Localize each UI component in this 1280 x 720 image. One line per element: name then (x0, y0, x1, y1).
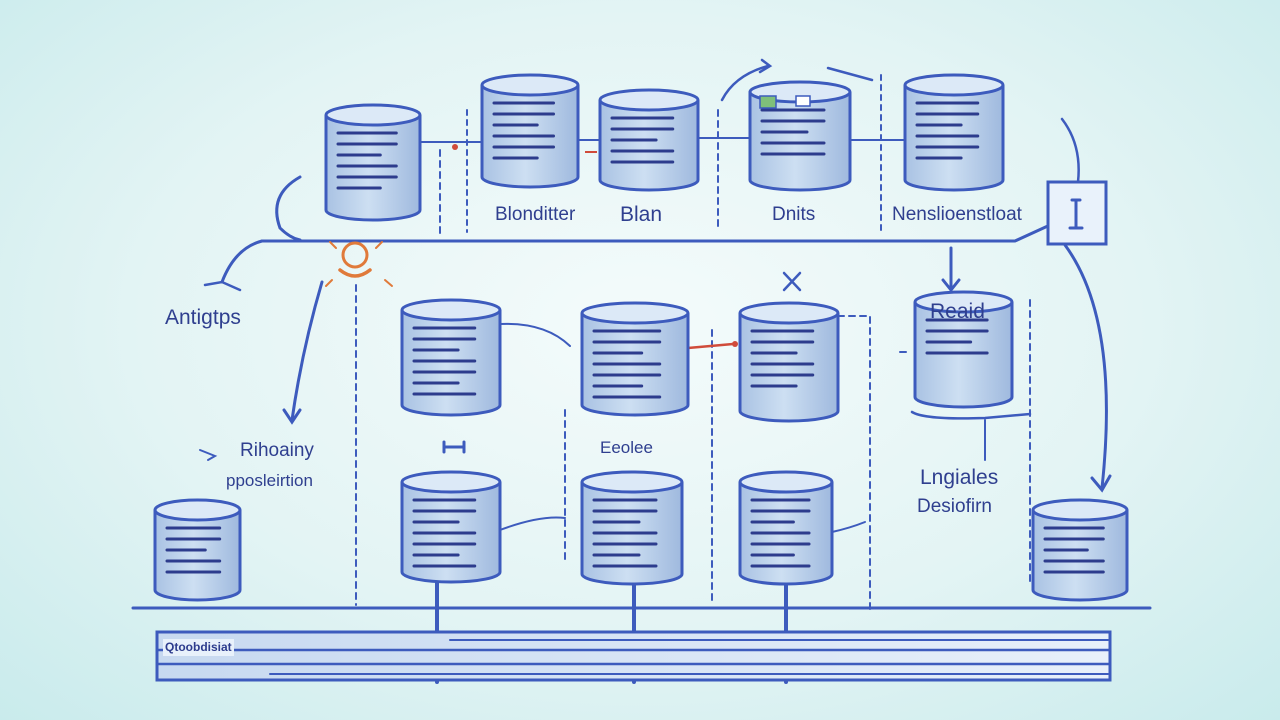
label-pposleirtion: pposleirtion (226, 471, 313, 490)
db-bot-5-cylinder (1031, 498, 1129, 602)
db-bot-2-cylinder (400, 470, 502, 584)
db-mid-1-cylinder (400, 298, 502, 417)
connector-lines (131, 58, 1152, 684)
label-desiofin: Desiofirn (917, 496, 992, 517)
db-top-2-cylinder (480, 73, 580, 189)
db-bot-2-top (400, 470, 502, 494)
label-reaid: Reaid (930, 300, 985, 323)
db-bot-3-cylinder (580, 470, 684, 586)
db-mid-2-cylinder (580, 301, 690, 417)
db-mid-4-top (913, 290, 1014, 314)
bulb-icon (325, 241, 393, 287)
label-lngiales: Lngiales (920, 466, 999, 489)
red-dot-top (452, 144, 458, 150)
db-top-4-body (748, 92, 852, 192)
db-bot-5-top (1031, 498, 1129, 522)
db-bot-5-body (1031, 510, 1129, 602)
db-bot-3-top (580, 470, 684, 494)
db-mid-3-top (738, 301, 840, 325)
db-top-4-cylinder (748, 80, 852, 192)
app-window-icon (759, 95, 777, 109)
db-mid-1-top (400, 298, 502, 322)
db-mid-4-cylinder (913, 290, 1014, 409)
label-antigtps: Antigtps (165, 306, 241, 329)
db-top-3-cylinder (598, 88, 700, 192)
main-bus-line (260, 223, 1052, 243)
db-top-1-top (324, 103, 422, 127)
db-bot-4-cylinder (738, 470, 834, 586)
db-top-5-top (903, 73, 1005, 97)
db-top-3-top (598, 88, 700, 112)
db-bot-1-top (153, 498, 242, 522)
db-mid-2-top (580, 301, 690, 325)
label-blan: Blan (620, 203, 663, 226)
label-epolee: Eeolee (600, 438, 653, 457)
db-mid-3-body (738, 313, 840, 423)
db-mid-3-cylinder (738, 301, 840, 423)
red-link-line (687, 342, 734, 350)
window-icon (795, 95, 811, 107)
label-nenslioenstloat: Nenslioenstloat (892, 204, 1022, 225)
db-top-1-cylinder (324, 103, 422, 222)
database-cylinders (153, 73, 1129, 602)
label-blonditer: Blonditter (495, 204, 576, 225)
label-rihoainy: Rihoainy (240, 440, 314, 461)
db-top-3-body (598, 100, 700, 192)
db-top-5-cylinder (903, 73, 1005, 192)
db-bot-4-top (738, 470, 834, 494)
db-bot-1-body (153, 510, 242, 602)
label-dnits: Dnits (772, 204, 816, 225)
footer-label: Qtoobdisiat (163, 639, 234, 656)
red-link-dot (732, 341, 738, 347)
db-top-2-top (480, 73, 580, 97)
db-bot-1-cylinder (153, 498, 242, 602)
